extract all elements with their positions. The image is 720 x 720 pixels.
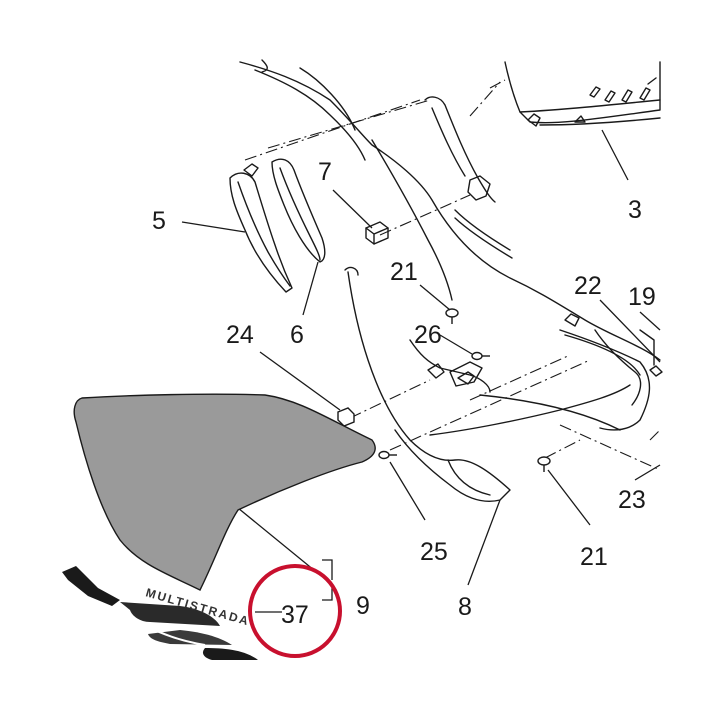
fasteners xyxy=(337,308,551,472)
clip-24 xyxy=(337,407,355,427)
screw-25 xyxy=(378,450,397,460)
callout-3: 3 xyxy=(628,196,642,224)
callout-19: 19 xyxy=(628,283,656,311)
callout-6: 6 xyxy=(290,321,304,349)
callout-5: 5 xyxy=(152,207,166,235)
callout-24: 24 xyxy=(226,321,254,349)
leader-21-lower xyxy=(547,469,591,526)
leader-22 xyxy=(599,299,661,363)
leader-23 xyxy=(634,464,661,481)
callout-26: 26 xyxy=(414,321,442,349)
leader-26 xyxy=(439,334,473,355)
leader-8 xyxy=(467,499,501,586)
leader-9 xyxy=(237,507,321,576)
callout-22: 22 xyxy=(574,272,602,300)
leader-24 xyxy=(259,351,341,411)
leader-3 xyxy=(601,129,629,181)
leader-25 xyxy=(389,461,426,521)
part-37-logo-decal: MULTISTRADA xyxy=(62,566,258,660)
part-8-lower-fairing xyxy=(347,271,511,502)
callout-23: 23 xyxy=(618,486,646,514)
leader-19 xyxy=(639,311,661,331)
screw-21-upper xyxy=(445,308,459,324)
highlight-circle xyxy=(248,564,342,658)
part-5-panel xyxy=(229,172,293,293)
part-3-vent-slots xyxy=(589,77,657,103)
part-6-panel xyxy=(271,158,326,263)
callout-8: 8 xyxy=(458,593,472,621)
upper-fairing-outline xyxy=(239,61,661,361)
leader-5 xyxy=(181,221,246,233)
callout-21-upper: 21 xyxy=(390,258,418,286)
callout-21-lower: 21 xyxy=(580,543,608,571)
part-7-clip xyxy=(365,221,389,245)
callout-7: 7 xyxy=(318,158,332,186)
part-9-decal xyxy=(73,393,376,591)
part-3-outline xyxy=(504,61,661,124)
upper-fairing-inner xyxy=(254,69,366,161)
leader-21-upper xyxy=(419,284,451,311)
leader-7 xyxy=(332,189,373,229)
leader-6 xyxy=(302,261,319,316)
screw-26 xyxy=(471,351,490,361)
screw-21-lower xyxy=(537,456,551,472)
callout-25: 25 xyxy=(420,538,448,566)
callout-9: 9 xyxy=(356,592,370,620)
callout-37: 37 xyxy=(281,601,309,629)
